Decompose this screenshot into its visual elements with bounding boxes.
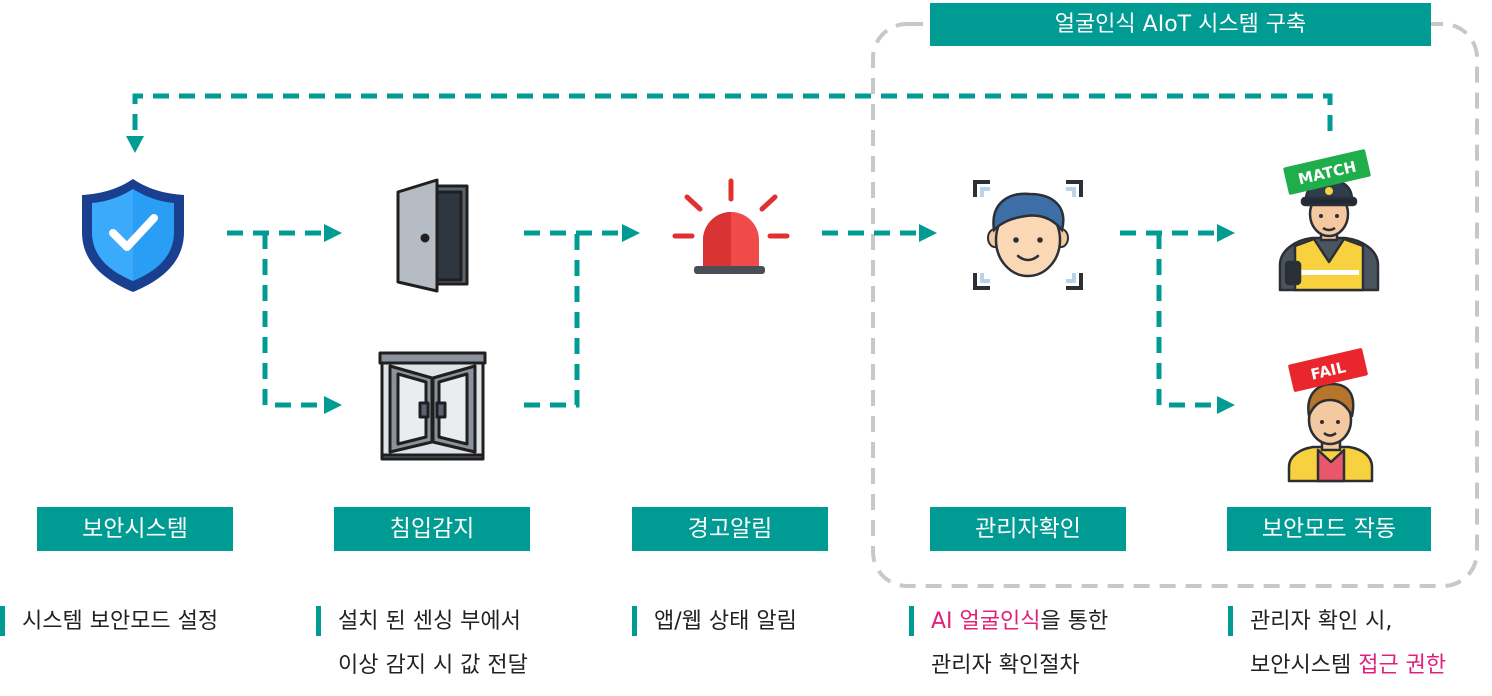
aiot-group-boundary: [871, 22, 1479, 588]
feedback-connector: [132, 93, 1333, 132]
note-line: 관리자 확인절차: [931, 653, 1080, 678]
note-text: 보안시스템: [1250, 653, 1359, 678]
stage-label-admin-verification: 관리자확인: [930, 507, 1126, 551]
note-bullet-bar: [632, 606, 637, 636]
arrowheads: [126, 136, 1235, 414]
arrowhead: [324, 396, 342, 414]
arrowhead: [324, 224, 342, 242]
note-line: AI 얼굴인식을 통한: [931, 600, 1108, 644]
connector-sliding-door-to-siren: [524, 233, 580, 408]
connectors: [132, 93, 1333, 408]
face-scan-icon: [973, 180, 1083, 290]
shield-check-icon: [82, 179, 184, 292]
person-icon: [1287, 382, 1374, 483]
note-security-mode-on: 관리자 확인 시, 보안시스템 접근 권한: [1228, 600, 1490, 688]
guard-icon: [1278, 178, 1380, 292]
highlight-text: 접근 권한: [1358, 653, 1447, 678]
arrowhead: [1217, 396, 1235, 414]
stage-label-security-system: 보안시스템: [37, 507, 233, 551]
note-line: 이상 감지 시 값 전달: [338, 653, 528, 678]
stage-label-intrusion-detection: 침입감지: [334, 507, 530, 551]
note-line: 관리자 확인 시,: [1250, 609, 1393, 634]
arrowhead: [1217, 224, 1235, 242]
siren-icon: [672, 178, 790, 274]
note-text: 을 통한: [1040, 609, 1109, 634]
door-icon: [396, 178, 469, 293]
sliding-door-icon: [378, 351, 487, 461]
arrowhead: [622, 224, 640, 242]
note-line: 시스템 보안모드 설정: [22, 609, 219, 634]
arrowhead-down: [126, 136, 144, 153]
note-security-system: 시스템 보안모드 설정: [0, 600, 280, 644]
arrowhead: [919, 224, 937, 242]
note-bullet-bar: [1228, 606, 1233, 636]
stage-label-warning-alert: 경고알림: [632, 507, 828, 551]
note-line: 설치 된 센싱 부에서: [338, 609, 521, 634]
highlight-text: AI 얼굴인식: [931, 609, 1041, 634]
note-line: 보안시스템 접근 권한: [1250, 644, 1446, 688]
note-bullet-bar: [0, 606, 5, 636]
fail-badge: FAIL: [1288, 348, 1368, 392]
note-intrusion-detection: 설치 된 센싱 부에서 이상 감지 시 값 전달: [316, 600, 586, 688]
note-admin-verification: AI 얼굴인식을 통한 관리자 확인절차: [909, 600, 1169, 688]
note-warning-alert: 앱/웹 상태 알림: [632, 600, 862, 644]
note-bullet-bar: [909, 606, 914, 636]
stage-label-security-mode-on: 보안모드 작동: [1227, 507, 1431, 551]
aiot-group-banner: 얼굴인식 AIoT 시스템 구축: [930, 3, 1431, 46]
connector-face-to-fail: [1156, 233, 1219, 408]
connector-shield-to-sliding-door: [262, 233, 326, 408]
note-bullet-bar: [316, 606, 321, 636]
note-line: 앱/웹 상태 알림: [654, 609, 797, 634]
